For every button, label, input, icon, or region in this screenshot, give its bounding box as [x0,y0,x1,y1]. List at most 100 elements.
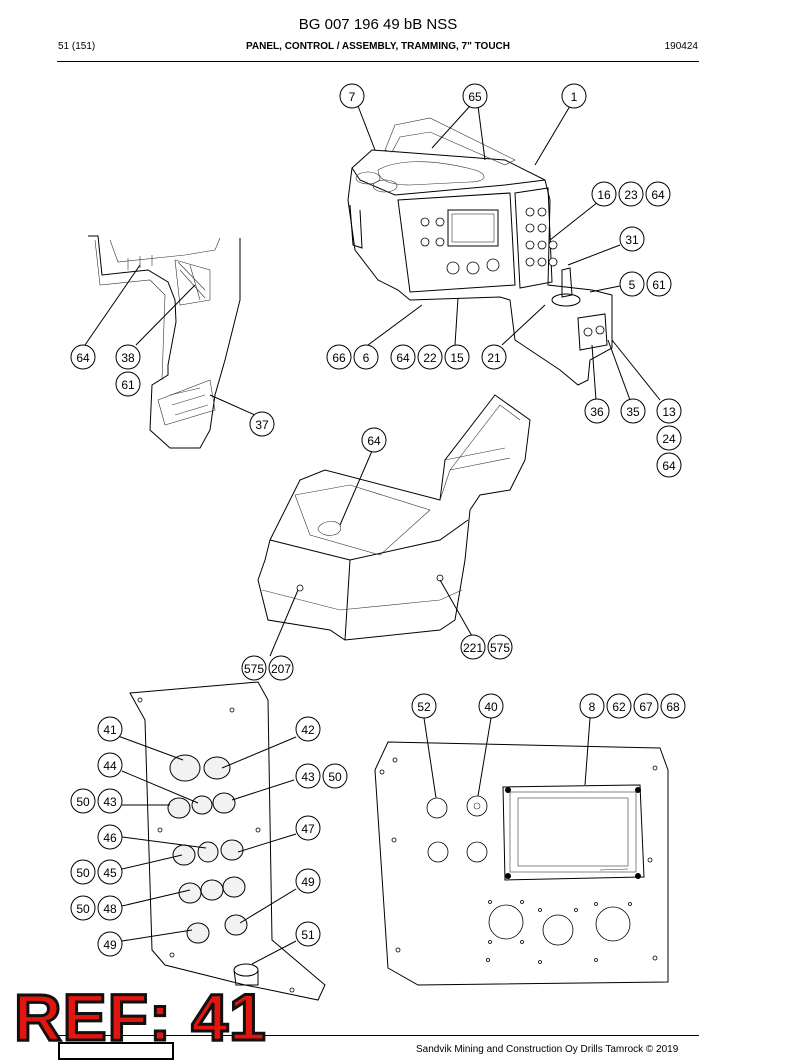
document-number: BG 007 196 49 bB NSS [298,16,458,33]
item-balloon: 67 [633,693,659,719]
item-balloon-number: 65 [468,90,482,104]
item-balloon-number: 47 [301,822,315,836]
item-balloon-circle [295,716,321,742]
item-balloon-circle [97,716,123,742]
item-balloon: 43 [295,763,321,789]
item-balloon-number: 66 [332,351,346,365]
item-balloon: 41 [97,716,123,742]
item-balloon: 45 [97,859,123,885]
item-balloon-number: 61 [652,278,666,292]
item-balloon-number: 43 [103,795,117,809]
item-balloon: 47 [295,815,321,841]
item-balloon: 50 [70,859,96,885]
item-balloon-number: 7 [349,90,356,104]
footer-copyright: Sandvik Mining and Construction Oy Drill… [416,1044,679,1055]
item-balloon: 38 [115,344,141,370]
item-balloon-number: 49 [301,875,315,889]
item-balloon-number: 16 [597,188,611,202]
drawing-description: PANEL, CONTROL / ASSEMBLY, TRAMMING, 7" … [245,41,511,52]
item-balloon-number: 52 [417,700,431,714]
item-balloon-circle [660,693,686,719]
item-balloon: 52 [411,693,437,719]
front-panel-plate [374,741,669,986]
item-balloon: 61 [115,371,141,397]
item-balloon: 50 [70,895,96,921]
item-balloon-circle [487,634,513,660]
item-balloon: 37 [249,411,275,437]
item-balloon-number: 45 [103,866,117,880]
item-balloon-number: 68 [666,700,680,714]
item-balloon: 64 [645,181,671,207]
item-balloon-number: 48 [103,902,117,916]
item-balloon-number: 43 [301,770,315,784]
item-balloon: 64 [656,452,682,478]
item-balloon-circle [268,655,294,681]
item-balloon-circle [97,859,123,885]
item-balloon: 43 [97,788,123,814]
item-balloon: 575 [487,634,513,660]
item-balloon-circle [97,824,123,850]
item-balloon-number: 42 [301,723,315,737]
item-balloon-number: 64 [651,188,665,202]
item-balloon: 46 [97,824,123,850]
item-balloon-number: 207 [271,662,291,676]
item-balloon-circle [619,271,645,297]
item-balloon: 62 [606,693,632,719]
item-balloon-number: 221 [463,641,483,655]
item-balloon-number: 13 [662,405,676,419]
item-balloon: 49 [295,868,321,894]
item-balloon-number: 62 [612,700,626,714]
item-balloon-circle [462,83,488,109]
item-balloon-circle [561,83,587,109]
item-balloon-number: 46 [103,831,117,845]
item-balloon: 6 [353,344,379,370]
item-balloon: 207 [268,655,294,681]
item-balloon-number: 50 [328,770,342,784]
control-panel-assembly-view [347,117,613,386]
item-balloon-circle [295,921,321,947]
item-balloon: 51 [295,921,321,947]
item-balloon: 22 [417,344,443,370]
item-balloon: 64 [361,427,387,453]
item-balloon-number: 35 [626,405,640,419]
item-balloon: 50 [70,788,96,814]
item-balloon-circle [619,226,645,252]
item-balloon-circle [460,634,486,660]
item-balloon-circle [606,693,632,719]
item-balloon: 31 [619,226,645,252]
item-balloon-circle [295,815,321,841]
item-balloon: 65 [462,83,488,109]
item-balloon: 64 [70,344,96,370]
item-balloon-circle [241,655,267,681]
item-balloon-circle [97,752,123,778]
item-balloon-number: 1 [571,90,578,104]
item-balloon-circle [115,344,141,370]
item-balloon: 42 [295,716,321,742]
item-balloon: 8 [579,693,605,719]
item-balloon-circle [584,398,610,424]
item-balloon-number: 24 [662,432,676,446]
reference-stamp: REF: 41 [13,980,268,1054]
item-balloon: 16 [591,181,617,207]
item-balloon: 221 [460,634,486,660]
item-balloon-number: 23 [624,188,638,202]
item-balloon-circle [361,427,387,453]
item-balloon-number: 31 [625,233,639,247]
item-balloon-number: 6 [363,351,370,365]
item-balloon-number: 37 [255,418,269,432]
housing-view [257,394,531,641]
leader-lines [84,105,661,965]
item-balloon-circle [97,895,123,921]
item-balloon-circle [295,763,321,789]
item-balloon-circle [295,868,321,894]
item-balloon-circle [70,788,96,814]
item-balloon: 44 [97,752,123,778]
header-rule [57,61,699,62]
item-balloon-circle [591,181,617,207]
item-balloon: 21 [481,344,507,370]
item-balloon-circle [656,452,682,478]
item-balloon-circle [70,344,96,370]
item-balloon-number: 50 [76,866,90,880]
